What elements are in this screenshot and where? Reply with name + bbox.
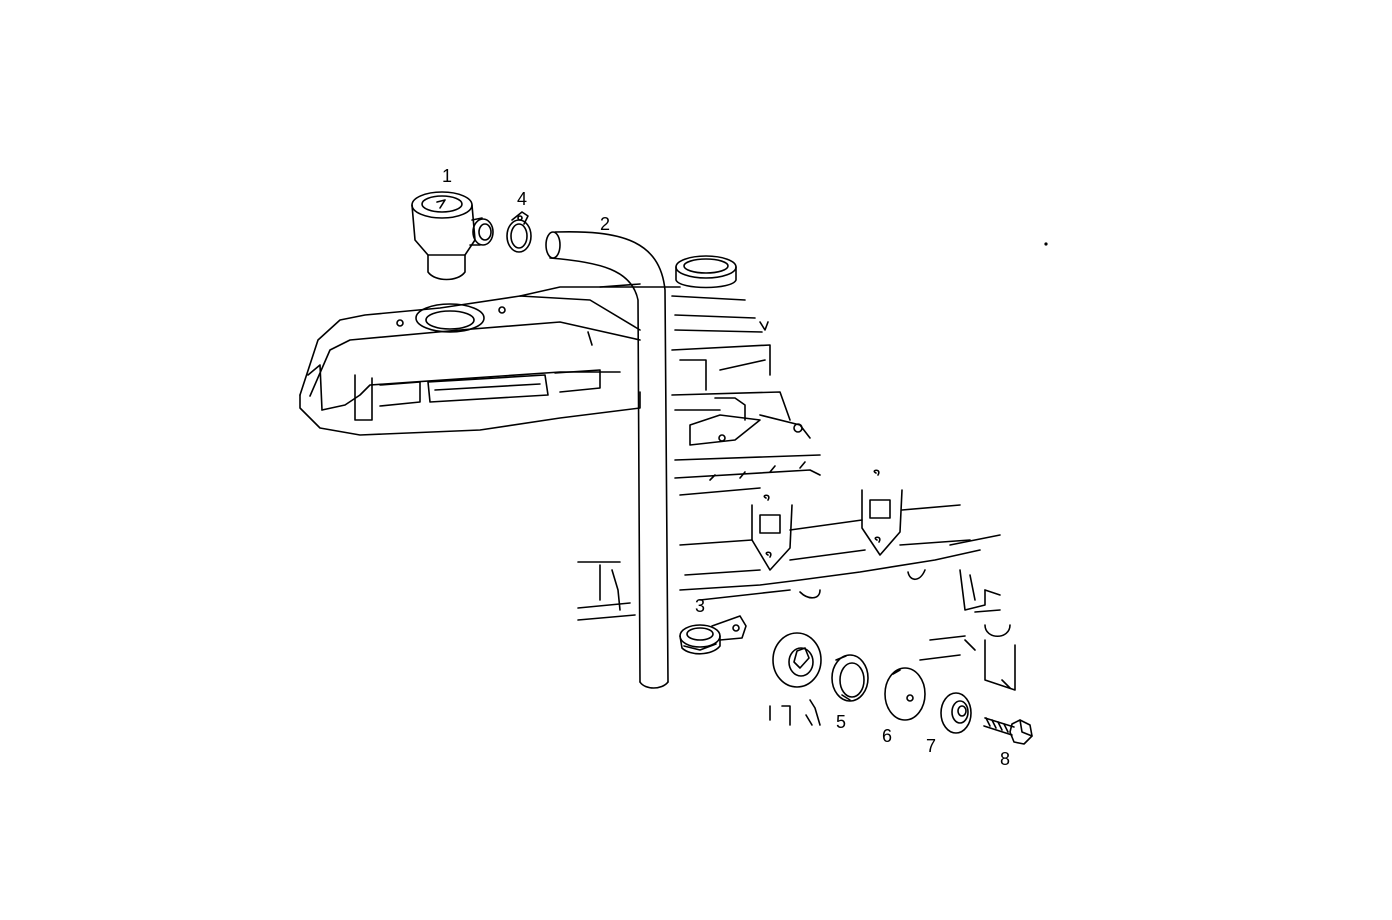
washer-part-6	[884, 667, 926, 721]
p-clip-part-3	[679, 615, 747, 655]
callout-part-4: 4	[517, 189, 527, 209]
port-flange-left	[751, 494, 793, 571]
callout-part-5: 5	[836, 712, 846, 732]
callout-part-7: 7	[926, 736, 936, 756]
callout-part-1: 1	[442, 166, 452, 186]
callout-labels: 1 2 3 4 5 6 7 8	[442, 166, 1010, 769]
grommet	[772, 632, 822, 688]
callout-part-8: 8	[1000, 749, 1010, 769]
callout-part-3: 3	[695, 596, 705, 616]
breather-cap-part-1	[411, 191, 494, 281]
sleeve-part-5	[831, 654, 869, 702]
hose-clamp-part-4	[506, 211, 532, 253]
callout-part-2: 2	[600, 214, 610, 234]
engine-block	[519, 242, 1048, 726]
callout-part-6: 6	[882, 726, 892, 746]
valve-cover	[299, 295, 769, 436]
bolt-part-8	[983, 717, 1033, 745]
cylinder-head-plug	[675, 255, 737, 289]
port-flange-right	[861, 469, 903, 556]
breather-hose-part-2	[545, 230, 669, 689]
bushing-part-7	[940, 692, 972, 734]
